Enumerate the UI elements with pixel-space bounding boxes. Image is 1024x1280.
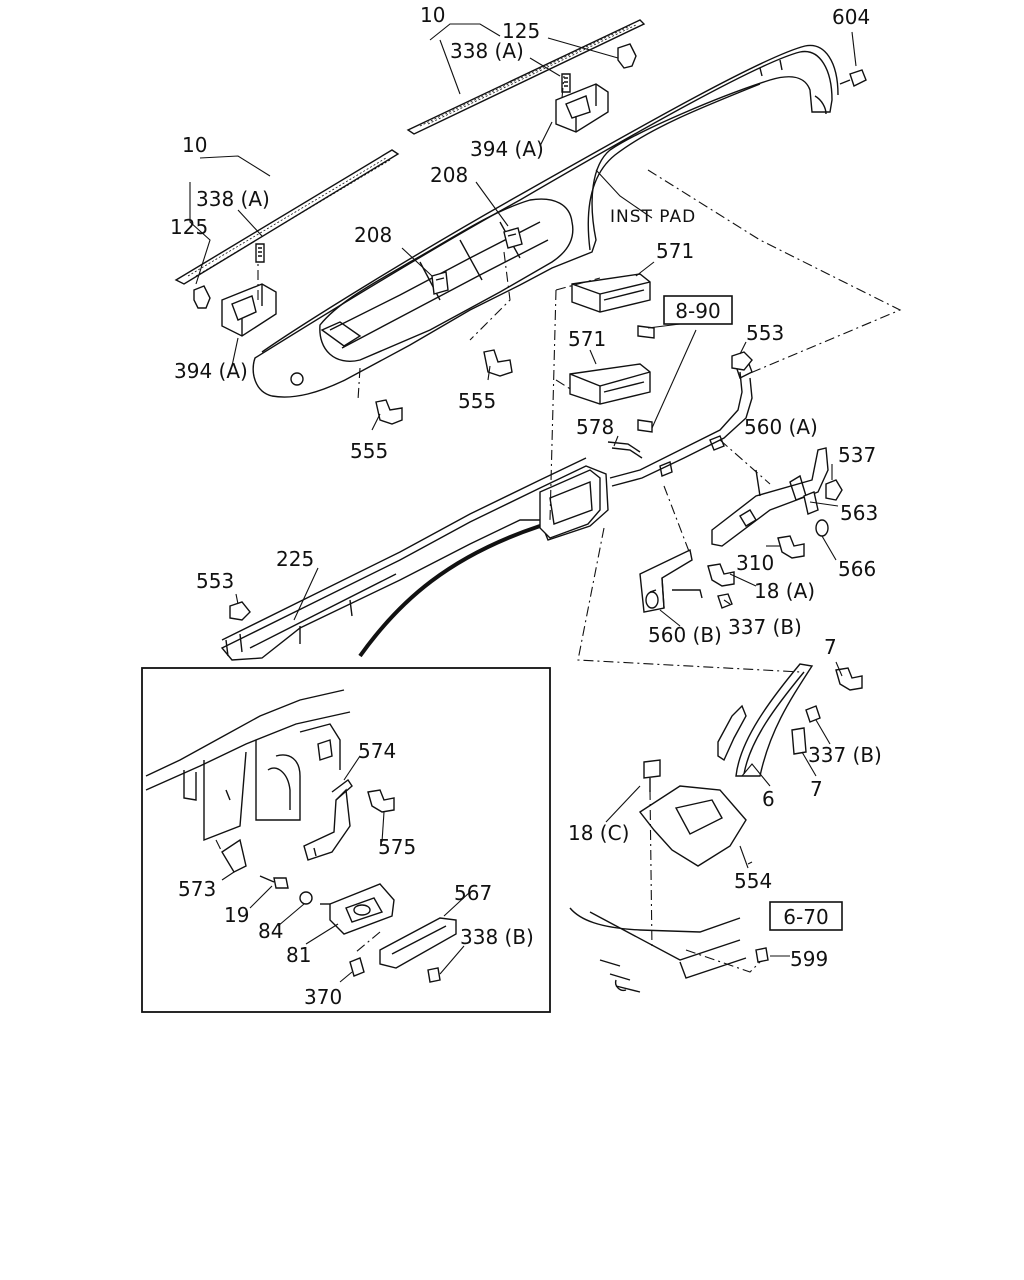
label-563: 563 <box>840 501 878 525</box>
label-604: 604 <box>832 5 870 29</box>
label-560b: 560 (B) <box>648 623 722 647</box>
reference-6-70: 6-70 <box>769 901 843 931</box>
screw-upper-duct <box>637 325 655 339</box>
label-84: 84 <box>258 919 283 943</box>
label-19: 19 <box>224 903 249 927</box>
label-553-lower: 553 <box>196 569 234 593</box>
bolt-18a <box>707 563 735 587</box>
label-225: 225 <box>276 547 314 571</box>
label-18a: 18 (A) <box>754 579 815 603</box>
nut-337b-lower <box>805 705 821 723</box>
clip-599 <box>755 947 769 963</box>
label-337b-upper: 337 (B) <box>728 615 802 639</box>
cross-beam-225 <box>220 457 609 661</box>
clip-370 <box>349 957 365 977</box>
leader-lines <box>189 23 902 973</box>
label-571-upper: 571 <box>656 239 694 263</box>
label-7-lower: 7 <box>810 777 823 801</box>
label-10-lower: 10 <box>182 133 207 157</box>
label-567: 567 <box>454 881 492 905</box>
nut-553-upper <box>731 351 753 371</box>
bolt-18c <box>643 759 661 792</box>
defroster-grille-left <box>174 149 400 285</box>
detail-inset-structure <box>145 689 351 842</box>
label-125-lower: 125 <box>170 215 208 239</box>
reference-8-90: 8-90 <box>663 295 733 325</box>
label-575: 575 <box>378 835 416 859</box>
nut-553-lower <box>229 601 251 621</box>
label-338b: 338 (B) <box>460 925 534 949</box>
instrument-panel <box>252 44 839 398</box>
label-574: 574 <box>358 739 396 763</box>
bracket-394a-left <box>221 283 277 337</box>
plate-81 <box>320 883 395 935</box>
wire-578 <box>607 441 643 459</box>
label-18c: 18 (C) <box>568 821 629 845</box>
screw-338a-left <box>255 243 265 263</box>
label-81: 81 <box>286 943 311 967</box>
bolt-555-upper <box>483 349 513 377</box>
label-566: 566 <box>838 557 876 581</box>
label-338a-upper: 338 (A) <box>450 39 524 63</box>
bolt-7-lower <box>791 727 807 755</box>
bolt-575 <box>367 789 395 813</box>
screw-lower-duct <box>637 419 653 433</box>
detail-inset-frame <box>141 667 551 1013</box>
label-394a-upper: 394 (A) <box>470 137 544 161</box>
support-bracket-560a <box>609 355 829 547</box>
duct-571-lower <box>569 363 651 405</box>
ring-566 <box>815 519 829 537</box>
screw-19 <box>259 875 289 889</box>
bolt-7-upper <box>835 667 863 691</box>
label-560a: 560 (A) <box>744 415 818 439</box>
brace-6 <box>717 663 814 777</box>
duct-571-upper <box>571 273 651 313</box>
reference-8-90-label: 8-90 <box>675 299 720 323</box>
label-125-upper: 125 <box>502 19 540 43</box>
clip-125-left <box>193 285 211 309</box>
label-553-upper: 553 <box>746 321 784 345</box>
label-599: 599 <box>790 947 828 971</box>
label-inst-pad: INST PAD <box>610 207 696 227</box>
label-571-lower: 571 <box>568 327 606 351</box>
label-337b-lower: 337 (B) <box>808 743 882 767</box>
label-310: 310 <box>736 551 774 575</box>
label-578: 578 <box>576 415 614 439</box>
bolt-604 <box>839 69 867 87</box>
clip-208-left <box>431 271 449 295</box>
bolt-310 <box>777 535 805 559</box>
label-6: 6 <box>762 787 775 811</box>
label-555-upper: 555 <box>458 389 496 413</box>
label-394a-lower: 394 (A) <box>174 359 248 383</box>
floor-panel-lower-right <box>569 907 747 993</box>
label-573: 573 <box>178 877 216 901</box>
bracket-574 <box>303 778 353 861</box>
clip-125-right <box>617 43 637 69</box>
label-10-upper: 10 <box>420 3 445 27</box>
support-bracket-560b <box>639 548 703 613</box>
clip-208-right <box>503 227 523 249</box>
label-537: 537 <box>838 443 876 467</box>
brace-554 <box>638 785 747 867</box>
part-labels: 10 125 338 (A) 604 394 (A) 10 338 (A) 12… <box>170 3 882 1009</box>
bolt-555-lower <box>375 399 403 425</box>
nut-84 <box>299 891 313 905</box>
bracket-573 <box>221 838 247 873</box>
label-7-upper: 7 <box>824 635 837 659</box>
label-208-lower: 208 <box>354 223 392 247</box>
label-208-upper: 208 <box>430 163 468 187</box>
label-554: 554 <box>734 869 772 893</box>
inset-leaders <box>215 755 471 983</box>
cover-567 <box>379 917 457 969</box>
screw-338b <box>427 967 441 983</box>
label-555-lower: 555 <box>350 439 388 463</box>
nut-537 <box>825 479 843 501</box>
bracket-394a-right <box>555 83 609 133</box>
label-370: 370 <box>304 985 342 1009</box>
label-338a-lower: 338 (A) <box>196 187 270 211</box>
reference-6-70-label: 6-70 <box>783 905 828 929</box>
clip-563 <box>803 491 819 515</box>
screw-338a-right <box>561 73 571 93</box>
